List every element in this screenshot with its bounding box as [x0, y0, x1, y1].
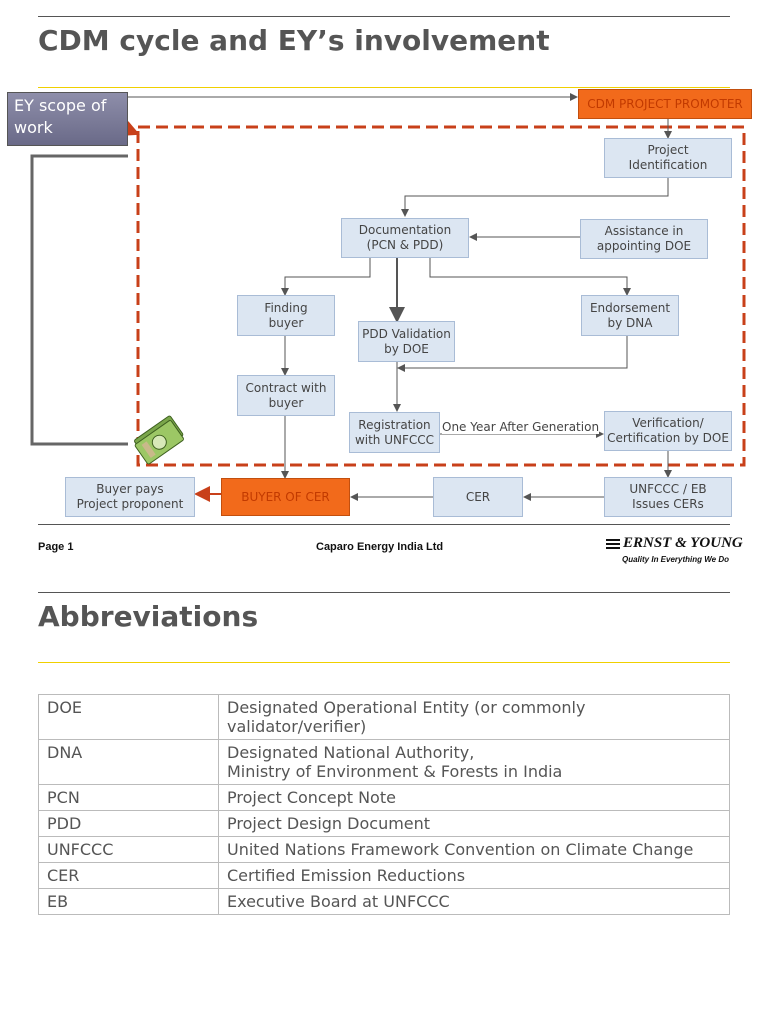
abbr-top-rule	[38, 592, 730, 593]
table-row: DOE Designated Operational Entity (or co…	[38, 694, 730, 740]
abbr-title-underline	[38, 662, 730, 663]
definition-cell: Project Concept Note	[218, 784, 730, 811]
definition-cell: Designated National Authority, Ministry …	[218, 739, 730, 785]
node-buyer-of-cer: BUYER OF CER	[221, 478, 350, 516]
definition-cell: United Nations Framework Convention on C…	[218, 836, 730, 863]
scope-bracket	[30, 154, 128, 446]
node-pdd-validation: PDD Validation by DOE	[358, 321, 455, 362]
scope-boundary	[136, 125, 746, 467]
node-assistance-doe: Assistance in appointing DOE	[580, 219, 708, 259]
page-title: CDM cycle and EY’s involvement	[38, 24, 550, 57]
ey-tagline: Quality In Everything We Do	[622, 555, 729, 564]
definition-cell: Project Design Document	[218, 810, 730, 837]
table-row: DNA Designated National Authority, Minis…	[38, 739, 730, 785]
node-unfccc-eb: UNFCCC / EB Issues CERs	[604, 477, 732, 517]
table-row: PDD Project Design Document	[38, 810, 730, 837]
node-cer: CER	[433, 477, 523, 517]
abbr-cell: DOE	[38, 694, 219, 740]
abbr-cell: DNA	[38, 739, 219, 785]
ey-scope-label: EY scope of work	[7, 92, 128, 146]
node-endorsement-dna: Endorsement by DNA	[581, 295, 679, 336]
definition-cell: Certified Emission Reductions	[218, 862, 730, 889]
table-row: CER Certified Emission Reductions	[38, 862, 730, 889]
definition-cell: Designated Operational Entity (or common…	[218, 694, 730, 740]
node-project-identification: Project Identification	[604, 138, 732, 178]
abbr-cell: PCN	[38, 784, 219, 811]
abbr-cell: UNFCCC	[38, 836, 219, 863]
footer-company: Caparo Energy India Ltd	[316, 541, 444, 553]
ey-logo: ERNST & YOUNG	[606, 535, 743, 552]
flow-connectors	[30, 93, 746, 502]
ey-logo-text: ERNST & YOUNG	[623, 535, 743, 551]
table-row: PCN Project Concept Note	[38, 784, 730, 811]
abbr-cell: EB	[38, 888, 219, 915]
title-underline	[38, 87, 730, 88]
abbreviations-title: Abbreviations	[38, 600, 259, 633]
money-icon	[134, 415, 184, 465]
footer-page-number: Page 1	[38, 541, 74, 553]
ey-logo-mark-icon	[606, 538, 620, 549]
abbr-cell: PDD	[38, 810, 219, 837]
node-documentation: Documentation (PCN & PDD)	[341, 218, 469, 258]
node-registration-unfccc: Registration with UNFCCC	[349, 412, 440, 453]
node-contract-with-buyer: Contract with buyer	[237, 375, 335, 416]
footer-rule	[38, 524, 730, 525]
abbr-cell: CER	[38, 862, 219, 889]
top-rule	[38, 16, 730, 17]
definition-cell: Executive Board at UNFCCC	[218, 888, 730, 915]
node-finding-buyer: Finding buyer	[237, 295, 335, 336]
table-row: UNFCCC United Nations Framework Conventi…	[38, 836, 730, 863]
node-verification-certification: Verification/ Certification by DOE	[604, 411, 732, 451]
node-cdm-project-promoter: CDM PROJECT PROMOTER	[578, 89, 752, 119]
edge-label-one-year: One Year After Generation	[442, 420, 600, 434]
node-buyer-pays: Buyer pays Project proponent	[65, 477, 195, 517]
abbreviations-table: DOE Designated Operational Entity (or co…	[38, 694, 730, 915]
table-row: EB Executive Board at UNFCCC	[38, 888, 730, 915]
